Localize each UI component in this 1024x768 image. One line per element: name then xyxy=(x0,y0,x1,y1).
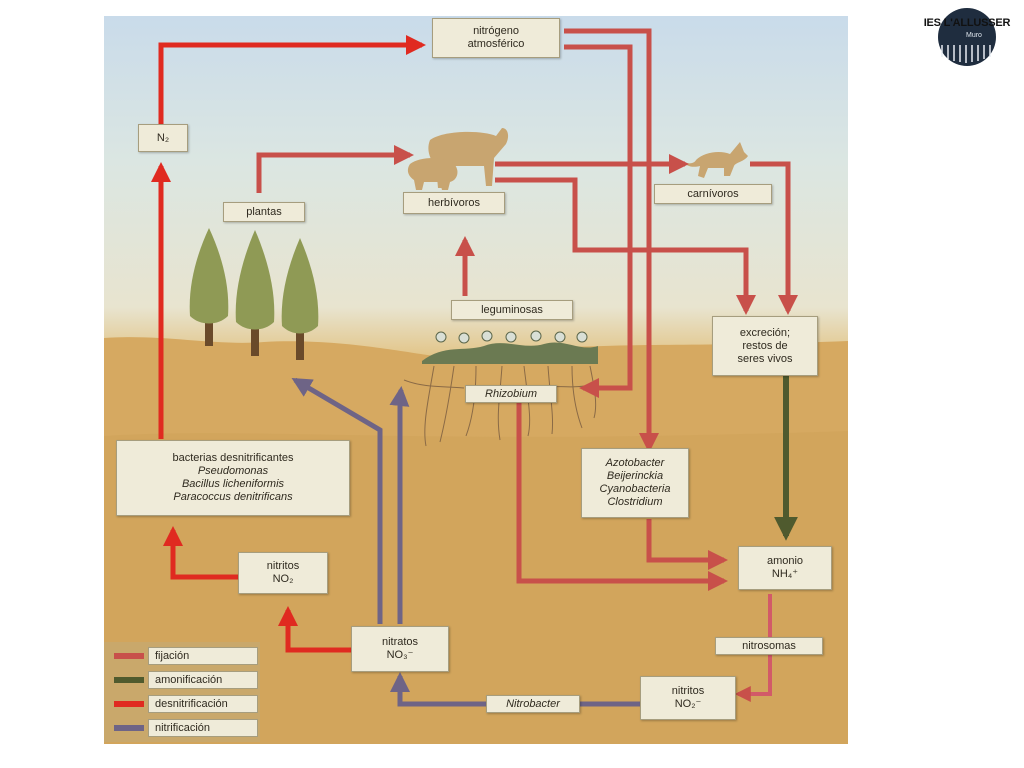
roots-icon xyxy=(403,365,597,447)
nitrites-left-line1: nitritos xyxy=(266,560,300,572)
cow-icon xyxy=(428,128,509,188)
legend-swatch xyxy=(114,653,144,659)
legend-item-nitrification: nitrificación xyxy=(110,719,258,737)
nitrobacter-text: Nitrobacter xyxy=(506,697,560,710)
tree-icon xyxy=(235,230,275,356)
illustrations xyxy=(189,128,748,447)
ammonium-label: amonio NH₄⁺ xyxy=(738,546,832,590)
bacteria-species: Clostridium xyxy=(607,496,663,508)
legend-item-denitrification: desnitrificación xyxy=(110,695,258,713)
nitrates-label: nitratos NO₃⁻ xyxy=(351,626,449,672)
n2-text: N₂ xyxy=(156,131,170,144)
legend-swatch xyxy=(114,725,144,731)
bacteria-species: Pseudomonas xyxy=(197,465,269,477)
nitrates-line1: nitratos xyxy=(381,636,419,648)
legend-label: desnitrificación xyxy=(148,695,258,713)
nitrogen-cycle-diagram: nitrógeno atmosférico N₂ plantas herbívo… xyxy=(104,16,848,744)
nitrites-right-line1: nitritos xyxy=(671,685,705,697)
legend-swatch xyxy=(114,677,144,683)
nitrosomas-label: nitrosomas xyxy=(715,637,823,655)
herbivores-text: herbívoros xyxy=(428,196,480,209)
excretion-line2: restos de xyxy=(742,339,788,352)
excretion-line3: seres vivos xyxy=(737,352,793,365)
ammonium-line2: NH₄⁺ xyxy=(771,568,799,580)
logo-subtitle: Muro xyxy=(966,32,982,39)
legend-label: amonificación xyxy=(148,671,258,689)
legend-label: nitrificación xyxy=(148,719,258,737)
bacteria-species: Bacillus licheniformis xyxy=(181,478,285,490)
fox-icon xyxy=(684,142,748,178)
legend-swatch xyxy=(114,701,144,707)
legend: fijación amonificación desnitrificación … xyxy=(104,642,260,742)
tree-icon xyxy=(281,238,319,360)
legend-item-fixation: fijación xyxy=(110,647,258,665)
rhizobium-label: Rhizobium xyxy=(465,385,557,403)
n2-label: N₂ xyxy=(138,124,188,152)
tree-icon xyxy=(189,228,229,346)
denitrifying-bacteria-label: bacterias desnitrificantes Pseudomonas B… xyxy=(116,440,350,516)
carnivores-text: carnívoros xyxy=(687,187,739,200)
nitrites-left-label: nitritos NO₂ xyxy=(238,552,328,594)
plants-label: plantas xyxy=(223,202,305,222)
plants-text: plantas xyxy=(246,205,282,218)
carnivores-label: carnívoros xyxy=(654,184,772,204)
school-logo: IES L'ALLUSSER Muro xyxy=(920,7,1014,71)
herbivores-label: herbívoros xyxy=(403,192,505,214)
nitrites-right-label: nitritos NO₂⁻ xyxy=(640,676,736,720)
bacteria-species: Paracoccus denitrificans xyxy=(173,491,293,503)
nitrites-right-line2: NO₂⁻ xyxy=(674,698,702,710)
nitrates-line2: NO₃⁻ xyxy=(386,649,414,661)
legend-item-ammonification: amonificación xyxy=(110,671,258,689)
nitrosomas-text: nitrosomas xyxy=(742,639,796,652)
excretion-label: excreción; restos de seres vivos xyxy=(712,316,818,376)
nitrites-left-line2: NO₂ xyxy=(272,573,294,585)
bacteria-species: Cyanobacteria xyxy=(599,483,671,495)
pig-icon xyxy=(407,158,458,190)
legumes-label: leguminosas xyxy=(451,300,573,320)
logo-emblem-icon xyxy=(938,8,996,66)
legend-label: fijación xyxy=(148,647,258,665)
excretion-line1: excreción; xyxy=(739,326,791,339)
rhizobium-text: Rhizobium xyxy=(485,387,537,400)
legumes-text: leguminosas xyxy=(481,303,543,316)
bacteria-species: Azotobacter xyxy=(605,457,665,469)
fixing-bacteria-label: Azotobacter Beijerinckia Cyanobacteria C… xyxy=(581,448,689,518)
atmospheric-nitrogen-line2: atmosférico xyxy=(467,38,525,50)
ammonium-line1: amonio xyxy=(766,555,804,567)
legume-plants-icon xyxy=(422,330,598,364)
atmospheric-nitrogen-label: nitrógeno atmosférico xyxy=(432,18,560,58)
logo-title: IES L'ALLUSSER xyxy=(923,17,1011,29)
denitrifying-bacteria-title: bacterias desnitrificantes xyxy=(172,452,294,464)
atmospheric-nitrogen-line1: nitrógeno xyxy=(473,25,519,37)
nitrobacter-label: Nitrobacter xyxy=(486,695,580,713)
bacteria-species: Beijerinckia xyxy=(606,470,664,482)
